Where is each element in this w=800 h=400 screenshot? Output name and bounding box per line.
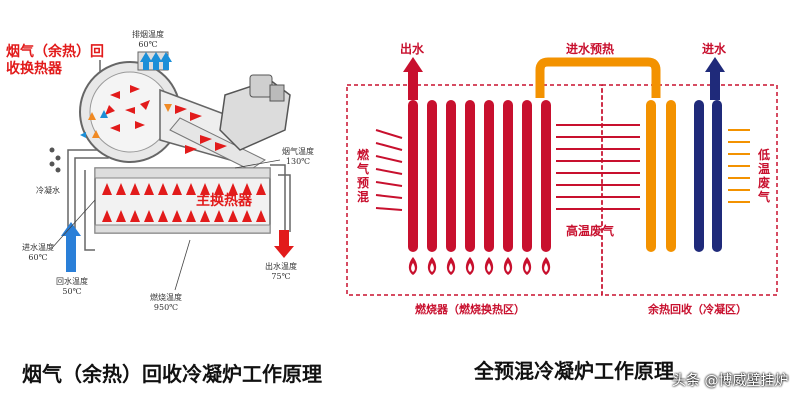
combustion-temp-value: 950℃ [153,303,179,312]
condensate-label: 冷凝水 [36,186,60,195]
return-temp-value: 50℃ [62,287,82,296]
preheat-label: 进水预热 [566,42,615,56]
burner-tubes [408,100,551,252]
water-in-arrow [705,57,725,100]
return-temp-label: 回水温度 50℃ [56,277,88,297]
flue-recovery-label: 烟气（余热）回收换热器 [6,44,104,77]
outlet-temp-label: 出水温度 75℃ [265,262,297,282]
recovery-zone-border [601,84,778,296]
inlet-temp-title: 进水温度 [22,243,54,252]
fan-unit [219,74,291,151]
return-temp-title: 回水温度 [56,277,88,286]
exhaust-temp-value: 60℃ [138,40,158,49]
low-temp-exhaust-lines [728,129,750,203]
outlet-water-arrow [274,230,294,258]
main-exchanger-label: 主换热器 [196,193,252,209]
condensate-drops [49,147,61,173]
preheat-bridge [535,57,661,98]
flue-temp-title: 烟气温度 [282,147,314,156]
flue-recovery-illustration [49,51,294,291]
water-out-label: 出水 [400,42,425,56]
outlet-temp-title: 出水温度 [265,262,297,271]
inlet-temp-value: 60℃ [28,253,48,262]
burner-zone-label: 燃烧器（燃烧换热区） [415,303,525,316]
water-out-arrow [403,57,423,100]
combustion-temp-label: 燃烧温度 950℃ [150,293,182,313]
flue-temp-label: 烟气温度 130℃ [282,147,314,167]
left-caption: 烟气（余热）回收冷凝炉工作原理 [22,362,322,386]
water-in-label: 进水 [702,42,727,56]
recovery-zone-label: 余热回收（冷凝区） [648,303,747,316]
exhaust-temp-label: 排烟温度 60℃ [132,30,164,50]
exhaust-temp-title: 排烟温度 [132,30,164,39]
main-exchanger-flames-top [102,183,266,195]
low-temp-exhaust-label: 低温废气 [757,148,770,204]
pointer-lines [51,159,281,291]
flue-recovery-diagram: 烟气（余热）回收换热器 排烟温度 60℃ 烟气温度 130℃ 冷凝水 主换热器 … [0,0,330,340]
premix-diagram: 出水 进水预热 进水 燃气预混 高温废气 低温废气 燃烧器（燃烧换热区） 余热回… [330,0,800,340]
right-caption: 全预混冷凝炉工作原理 [474,359,674,383]
preheat-tubes [646,100,676,252]
premix-illustration [346,57,778,296]
outlet-temp-value: 75℃ [271,272,291,281]
inlet-temp-label: 进水温度 60℃ [22,243,54,263]
recovery-orange-arrows [88,104,172,138]
recovery-flow-arrows [105,85,227,154]
main-exchanger-flames-bottom [102,210,266,222]
flue-temp-value: 130℃ [285,157,311,166]
return-water-arrow [61,222,81,272]
hot-exhaust-lines [556,124,640,210]
combustion-temp-title: 燃烧温度 [150,293,182,302]
watermark: 头条 @博威壁挂炉 [672,373,789,389]
main-exchanger-box [94,167,271,234]
inlet-tubes [694,100,722,252]
hot-exhaust-label: 高温废气 [566,224,615,238]
burner-flames [408,257,551,275]
gas-premix-label: 燃气预混 [356,148,369,204]
gas-premix-lines [375,129,403,211]
exhaust-blue-arrows [80,52,172,138]
